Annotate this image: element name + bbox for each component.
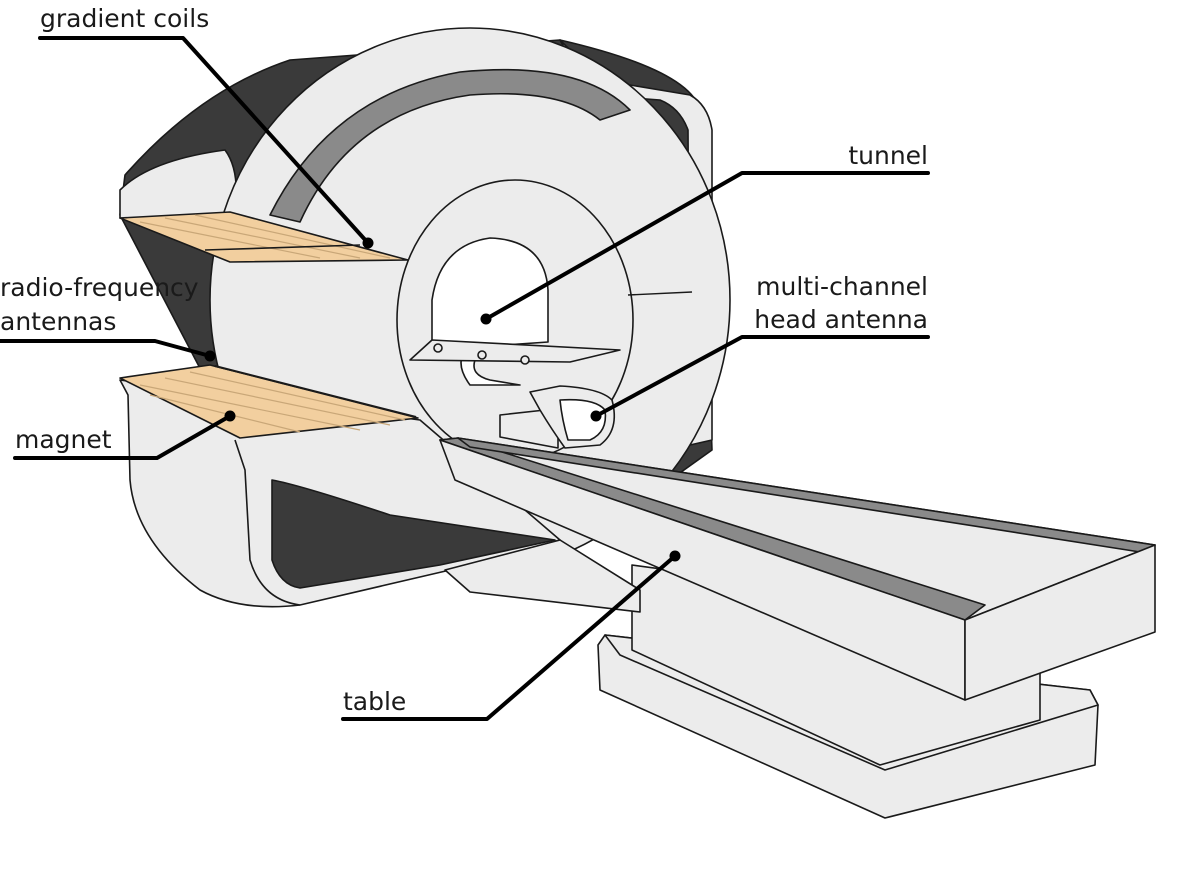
- label-head-antenna: multi-channel head antenna: [590, 272, 930, 422]
- radio-frequency-text-line1: radio-frequency: [0, 273, 199, 302]
- table-leader: [341, 554, 677, 721]
- tunnel-text: tunnel: [848, 141, 928, 170]
- head-antenna-inner: [559, 398, 607, 441]
- radio-frequency-leader: [0, 339, 212, 358]
- gradient-coils-leader: [38, 36, 370, 245]
- lower-side-panel: [234, 439, 301, 606]
- label-gradient-coils: gradient coils: [38, 4, 374, 249]
- lower-dark-cutout: [271, 479, 556, 589]
- label-radio-frequency: radio-frequency antennas: [0, 273, 216, 362]
- tunnel-leader: [484, 171, 930, 321]
- gradient-coils-text: gradient coils: [40, 4, 209, 33]
- gradient-coil-slab: [119, 211, 409, 263]
- housing-seam: [627, 291, 693, 296]
- label-tunnel: tunnel: [480, 141, 930, 325]
- table-dot: [669, 550, 681, 562]
- radio-frequency-text-line2: antennas: [0, 307, 116, 336]
- head-antenna-text-line2: head antenna: [754, 305, 928, 334]
- tunnel-dot: [480, 313, 492, 325]
- magnet-text: magnet: [15, 425, 112, 454]
- floor-rail: [444, 539, 641, 613]
- label-magnet: magnet: [13, 410, 236, 460]
- radio-frequency-dot: [204, 350, 216, 362]
- table-text: table: [343, 687, 406, 716]
- magnet-leader: [13, 414, 232, 460]
- magnet-slab: [119, 364, 419, 439]
- table-top-front: [964, 544, 1156, 701]
- magnet-dot: [224, 410, 236, 422]
- tunnel-rail: [409, 339, 621, 363]
- mri-scanner-illustration: [119, 27, 1156, 819]
- head-antenna-dot: [590, 410, 602, 422]
- head-antenna-text-line1: multi-channel: [756, 272, 928, 301]
- head-antenna-leader: [594, 335, 930, 418]
- front-ring-band: [269, 68, 631, 223]
- gradient-coils-dot: [362, 237, 374, 249]
- label-table: table: [341, 550, 681, 721]
